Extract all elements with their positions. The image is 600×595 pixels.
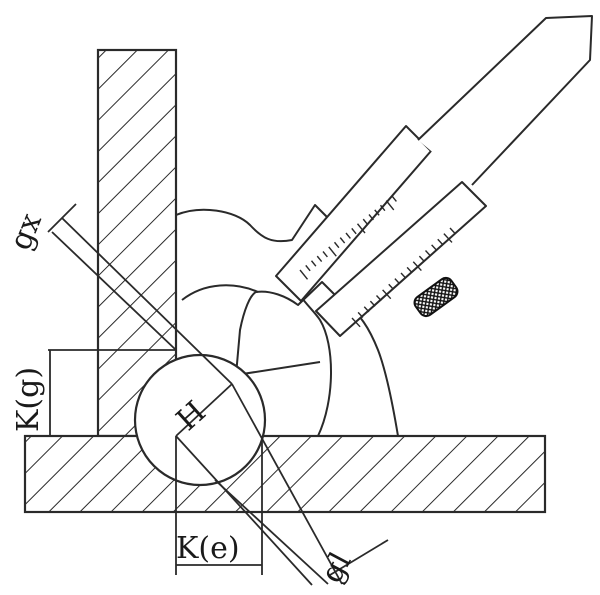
scale-tick	[385, 200, 395, 211]
scale-tick	[345, 232, 351, 239]
scale-tick	[412, 261, 422, 272]
scale-tick	[375, 295, 382, 302]
scale-tick	[382, 289, 392, 300]
scale-arm-lower	[315, 181, 487, 337]
base-plate	[23, 434, 547, 514]
scale-tick	[357, 311, 364, 319]
scale-tick	[328, 246, 337, 257]
scale-arm-upper	[275, 125, 432, 302]
gl-tick	[329, 539, 389, 576]
scale-tick	[351, 317, 361, 328]
gl-strip-edge-1	[231, 383, 343, 585]
scale-tick	[368, 214, 374, 221]
scale-tick	[339, 237, 346, 244]
scale-tick	[362, 218, 369, 226]
scale-ticks-lower	[351, 227, 456, 328]
scale-ticks-upper	[299, 195, 397, 280]
scale-tick	[379, 204, 386, 212]
gl-strip-inner	[214, 479, 329, 585]
scale-tick	[310, 260, 317, 267]
scale-tick	[449, 227, 456, 234]
scale-tick	[305, 264, 311, 272]
scale-tick	[418, 255, 425, 262]
gauge-inner-line	[235, 361, 321, 376]
scale-tick	[443, 233, 453, 243]
label-kg: K(g)	[11, 367, 46, 432]
scale-tick	[369, 300, 376, 307]
gx-line-2	[51, 231, 177, 351]
scale-tick	[400, 272, 407, 279]
gauge-pointer-arm	[417, 15, 593, 186]
scale-tick	[374, 209, 380, 216]
knurled-thumb-screw	[413, 276, 459, 318]
gx-line	[61, 217, 233, 385]
throat-line	[175, 383, 233, 437]
label-ke: K(e)	[176, 531, 240, 566]
scale-tick	[394, 278, 401, 285]
scale-tick	[363, 306, 370, 313]
scale-tick	[333, 241, 340, 249]
scale-tick	[316, 255, 323, 263]
label-gx: gx	[3, 208, 49, 255]
scale-tick	[437, 238, 444, 245]
scale-tick	[322, 251, 328, 258]
scale-tick	[351, 227, 357, 235]
weld-bead	[133, 353, 267, 487]
scale-tick	[299, 269, 309, 280]
scale-tick	[431, 244, 437, 251]
scale-tick	[406, 266, 413, 274]
label-gl: gl	[314, 547, 358, 589]
gl-strip-edge-2	[175, 435, 313, 586]
scale-tick	[424, 250, 431, 257]
gx-tick	[47, 203, 77, 233]
gauge-body	[175, 204, 399, 437]
scale-tick	[391, 195, 397, 202]
scale-tick	[388, 283, 395, 290]
scale-tick	[356, 223, 366, 234]
gauge-arc	[181, 284, 259, 301]
